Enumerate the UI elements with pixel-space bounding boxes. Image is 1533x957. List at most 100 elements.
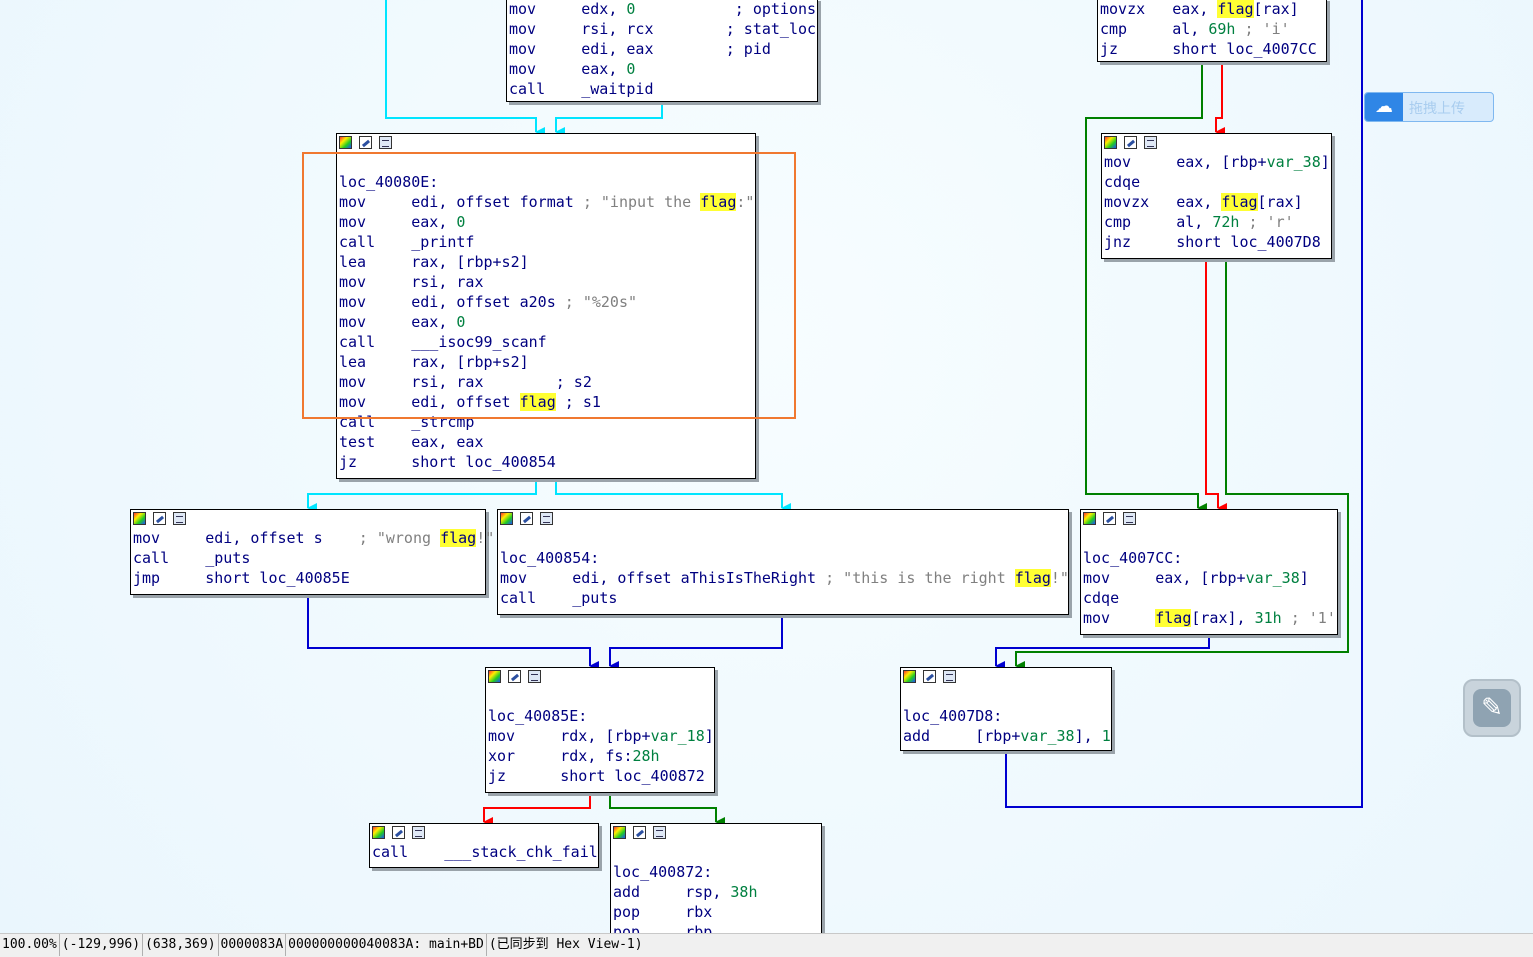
pen-icon: ✎ — [1473, 689, 1511, 727]
asm-token: ; s2 — [555, 373, 592, 391]
edit-icon[interactable] — [153, 512, 166, 525]
asm-line[interactable]: movzx eax, flag[rax] — [1102, 192, 1331, 212]
side-floating-button[interactable]: ✎ — [1463, 679, 1521, 737]
asm-line[interactable]: add rsp, 38h — [611, 882, 821, 902]
graph-overview-icon[interactable] — [173, 512, 186, 525]
asm-token: 0 — [456, 313, 466, 331]
asm-line[interactable]: lea rax, [rbp+s2] — [337, 352, 755, 372]
asm-line[interactable] — [901, 686, 1111, 706]
edit-icon[interactable] — [359, 136, 372, 149]
asm-token: call — [372, 843, 445, 861]
asm-line[interactable]: call ___isoc99_scanf — [337, 332, 755, 352]
asm-line[interactable]: loc_4007D8: — [901, 706, 1111, 726]
asm-line[interactable]: loc_40080E: — [337, 172, 755, 192]
node-loc-40080E[interactable]: loc_40080E:mov edi, offset format ; "inp… — [336, 133, 756, 479]
graph-overview-icon[interactable] — [1123, 512, 1136, 525]
asm-line[interactable]: cmp al, 72h ; 'r' — [1102, 212, 1331, 232]
asm-line[interactable]: mov eax, 0 — [507, 59, 817, 79]
asm-line[interactable]: mov rsi, rax ; s2 — [337, 372, 755, 392]
asm-line[interactable] — [498, 528, 1068, 548]
edit-icon[interactable] — [1124, 136, 1137, 149]
asm-line[interactable] — [1081, 528, 1337, 548]
asm-line[interactable]: jz short loc_4007CC — [1098, 39, 1326, 59]
asm-line[interactable]: mov edx, 0 ; options — [507, 0, 817, 19]
asm-line[interactable]: mov edi, offset a20s ; "%20s" — [337, 292, 755, 312]
edit-icon[interactable] — [392, 826, 405, 839]
asm-line[interactable]: mov rsi, rcx ; stat_loc — [507, 19, 817, 39]
asm-line[interactable]: cdqe — [1102, 172, 1331, 192]
asm-line[interactable]: cmp al, 69h ; 'i' — [1098, 19, 1326, 39]
graph-color-icon[interactable] — [372, 826, 385, 839]
asm-line[interactable]: loc_4007CC: — [1081, 548, 1337, 568]
asm-line[interactable]: mov eax, 0 — [337, 212, 755, 232]
node-loc-40085E[interactable]: loc_40085E:mov rdx, [rbp+var_18]xor rdx,… — [485, 667, 715, 793]
asm-line[interactable]: mov edi, offset s ; "wrong flag!" — [131, 528, 494, 548]
asm-line[interactable]: jz short loc_400872 — [486, 766, 714, 786]
asm-line[interactable]: loc_400854: — [498, 548, 1068, 568]
asm-token: ] — [1320, 153, 1330, 171]
graph-overview-icon[interactable] — [653, 826, 666, 839]
asm-line[interactable]: jnz short loc_4007D8 — [1102, 232, 1331, 252]
node-loc-4007D8[interactable]: loc_4007D8:add [rbp+var_38], 1 — [900, 667, 1112, 751]
asm-line[interactable]: call ___stack_chk_fail — [370, 842, 598, 862]
asm-line[interactable]: call _printf — [337, 232, 755, 252]
asm-line[interactable]: call _puts — [498, 588, 1068, 608]
asm-line[interactable]: lea rax, [rbp+s2] — [337, 252, 755, 272]
edit-icon[interactable] — [520, 512, 533, 525]
asm-line[interactable]: movzx eax, flag[rax] — [1098, 0, 1326, 19]
asm-line[interactable]: mov edi, offset aThisIsTheRight ; "this … — [498, 568, 1069, 588]
asm-line[interactable]: loc_40085E: — [486, 706, 714, 726]
graph-overview-icon[interactable] — [943, 670, 956, 683]
node-loc-400854[interactable]: loc_400854:mov edi, offset aThisIsTheRig… — [497, 509, 1069, 615]
graph-color-icon[interactable] — [133, 512, 146, 525]
edit-icon[interactable] — [508, 670, 521, 683]
edit-icon[interactable] — [1103, 512, 1116, 525]
asm-line[interactable]: mov eax, [rbp+var_38] — [1081, 568, 1337, 588]
asm-line[interactable]: mov edi, eax ; pid — [507, 39, 817, 59]
asm-token: rax, [rbp+s2] — [411, 253, 529, 271]
asm-line[interactable]: mov eax, [rbp+var_38] — [1102, 152, 1331, 172]
asm-line[interactable]: jmp short loc_40085E — [131, 568, 485, 588]
asm-line[interactable]: call _puts — [131, 548, 485, 568]
asm-line[interactable]: mov rsi, rax — [337, 272, 755, 292]
asm-line[interactable]: cdqe — [1081, 588, 1337, 608]
edit-icon[interactable] — [633, 826, 646, 839]
asm-line[interactable]: xor rdx, fs:28h — [486, 746, 714, 766]
edit-icon[interactable] — [923, 670, 936, 683]
asm-token: eax, [rbp+ — [1176, 153, 1267, 171]
graph-color-icon[interactable] — [1104, 136, 1117, 149]
asm-line[interactable] — [611, 842, 821, 862]
upload-button[interactable]: ☁ 拖拽上传 — [1364, 92, 1494, 122]
graph-color-icon[interactable] — [339, 136, 352, 149]
asm-token: cdqe — [1104, 173, 1141, 191]
asm-line[interactable]: mov flag[rax], 31h ; '1' — [1081, 608, 1337, 628]
asm-line[interactable] — [486, 686, 714, 706]
asm-line[interactable]: jz short loc_400854 — [337, 452, 755, 472]
asm-line[interactable]: test eax, eax — [337, 432, 755, 452]
asm-token: jnz — [1104, 233, 1177, 251]
asm-line[interactable]: mov eax, 0 — [337, 312, 755, 332]
asm-line[interactable]: call _waitpid — [507, 79, 817, 99]
graph-overview-icon[interactable] — [1144, 136, 1157, 149]
asm-line[interactable]: pop rbx — [611, 902, 821, 922]
asm-line[interactable]: mov edi, offset format ; "input the flag… — [337, 192, 755, 212]
graph-color-icon[interactable] — [903, 670, 916, 683]
asm-line[interactable]: mov rdx, [rbp+var_18] — [486, 726, 714, 746]
node-wrong-flag[interactable]: mov edi, offset s ; "wrong flag!"call _p… — [130, 509, 494, 595]
asm-line[interactable]: loc_400872: — [611, 862, 821, 882]
graph-overview-icon[interactable] — [540, 512, 553, 525]
graph-color-icon[interactable] — [488, 670, 501, 683]
graph-overview-icon[interactable] — [528, 670, 541, 683]
graph-overview-icon[interactable] — [412, 826, 425, 839]
graph-color-icon[interactable] — [613, 826, 626, 839]
asm-line[interactable]: mov edi, offset flag ; s1 — [337, 392, 755, 412]
graph-color-icon[interactable] — [1083, 512, 1096, 525]
graph-color-icon[interactable] — [500, 512, 513, 525]
node-stack-chk-fail[interactable]: call ___stack_chk_fail — [369, 823, 599, 868]
graph-overview-icon[interactable] — [379, 136, 392, 149]
node-cmp-i[interactable]: movzx eax, flag[rax]cmp al, 69h ; 'i'jz … — [1097, 0, 1327, 62]
asm-line[interactable]: add [rbp+var_38], 1 — [901, 726, 1111, 746]
